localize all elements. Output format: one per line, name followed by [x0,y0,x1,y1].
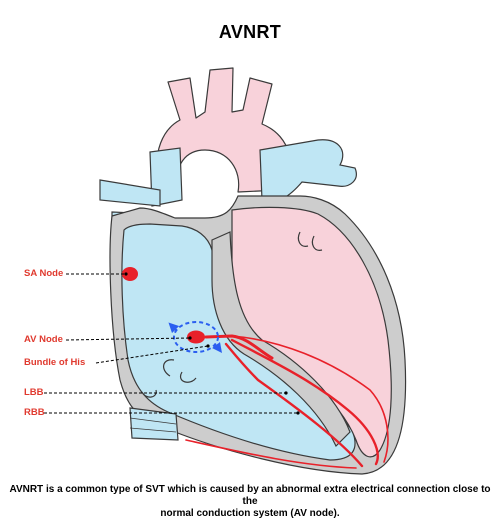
reentry-arrow-left [168,322,180,334]
sa-node-marker [122,267,138,281]
valve-leaflets [141,231,323,398]
rbb-label: RBB [24,407,45,418]
leader-endpoints [124,272,300,415]
lbb-path-outer [231,335,389,463]
rbb-path-outer [185,439,357,469]
conduction-system [185,334,389,469]
av-node-label: AV Node [24,334,63,345]
lbb-label: LBB [24,387,44,398]
caption-line-1: AVNRT is a common type of SVT which is c… [9,484,491,507]
rbb-path [224,342,364,468]
leader-lines [44,273,298,414]
septum [211,231,351,448]
diagram-caption: AVNRT is a common type of SVT which is c… [4,484,496,520]
caption-line-2: normal conduction system (AV node). [160,508,340,519]
av-node-marker [187,330,205,344]
reentry-circuit [173,321,219,353]
bundle-of-his-label: Bundle of His [24,357,86,368]
lbb-path [230,338,379,466]
reentry-arrow-right [212,342,222,353]
diagram-title: AVNRT [218,22,282,42]
pulmonary-artery [259,139,357,202]
sa-node-label: SA Node [24,268,64,279]
